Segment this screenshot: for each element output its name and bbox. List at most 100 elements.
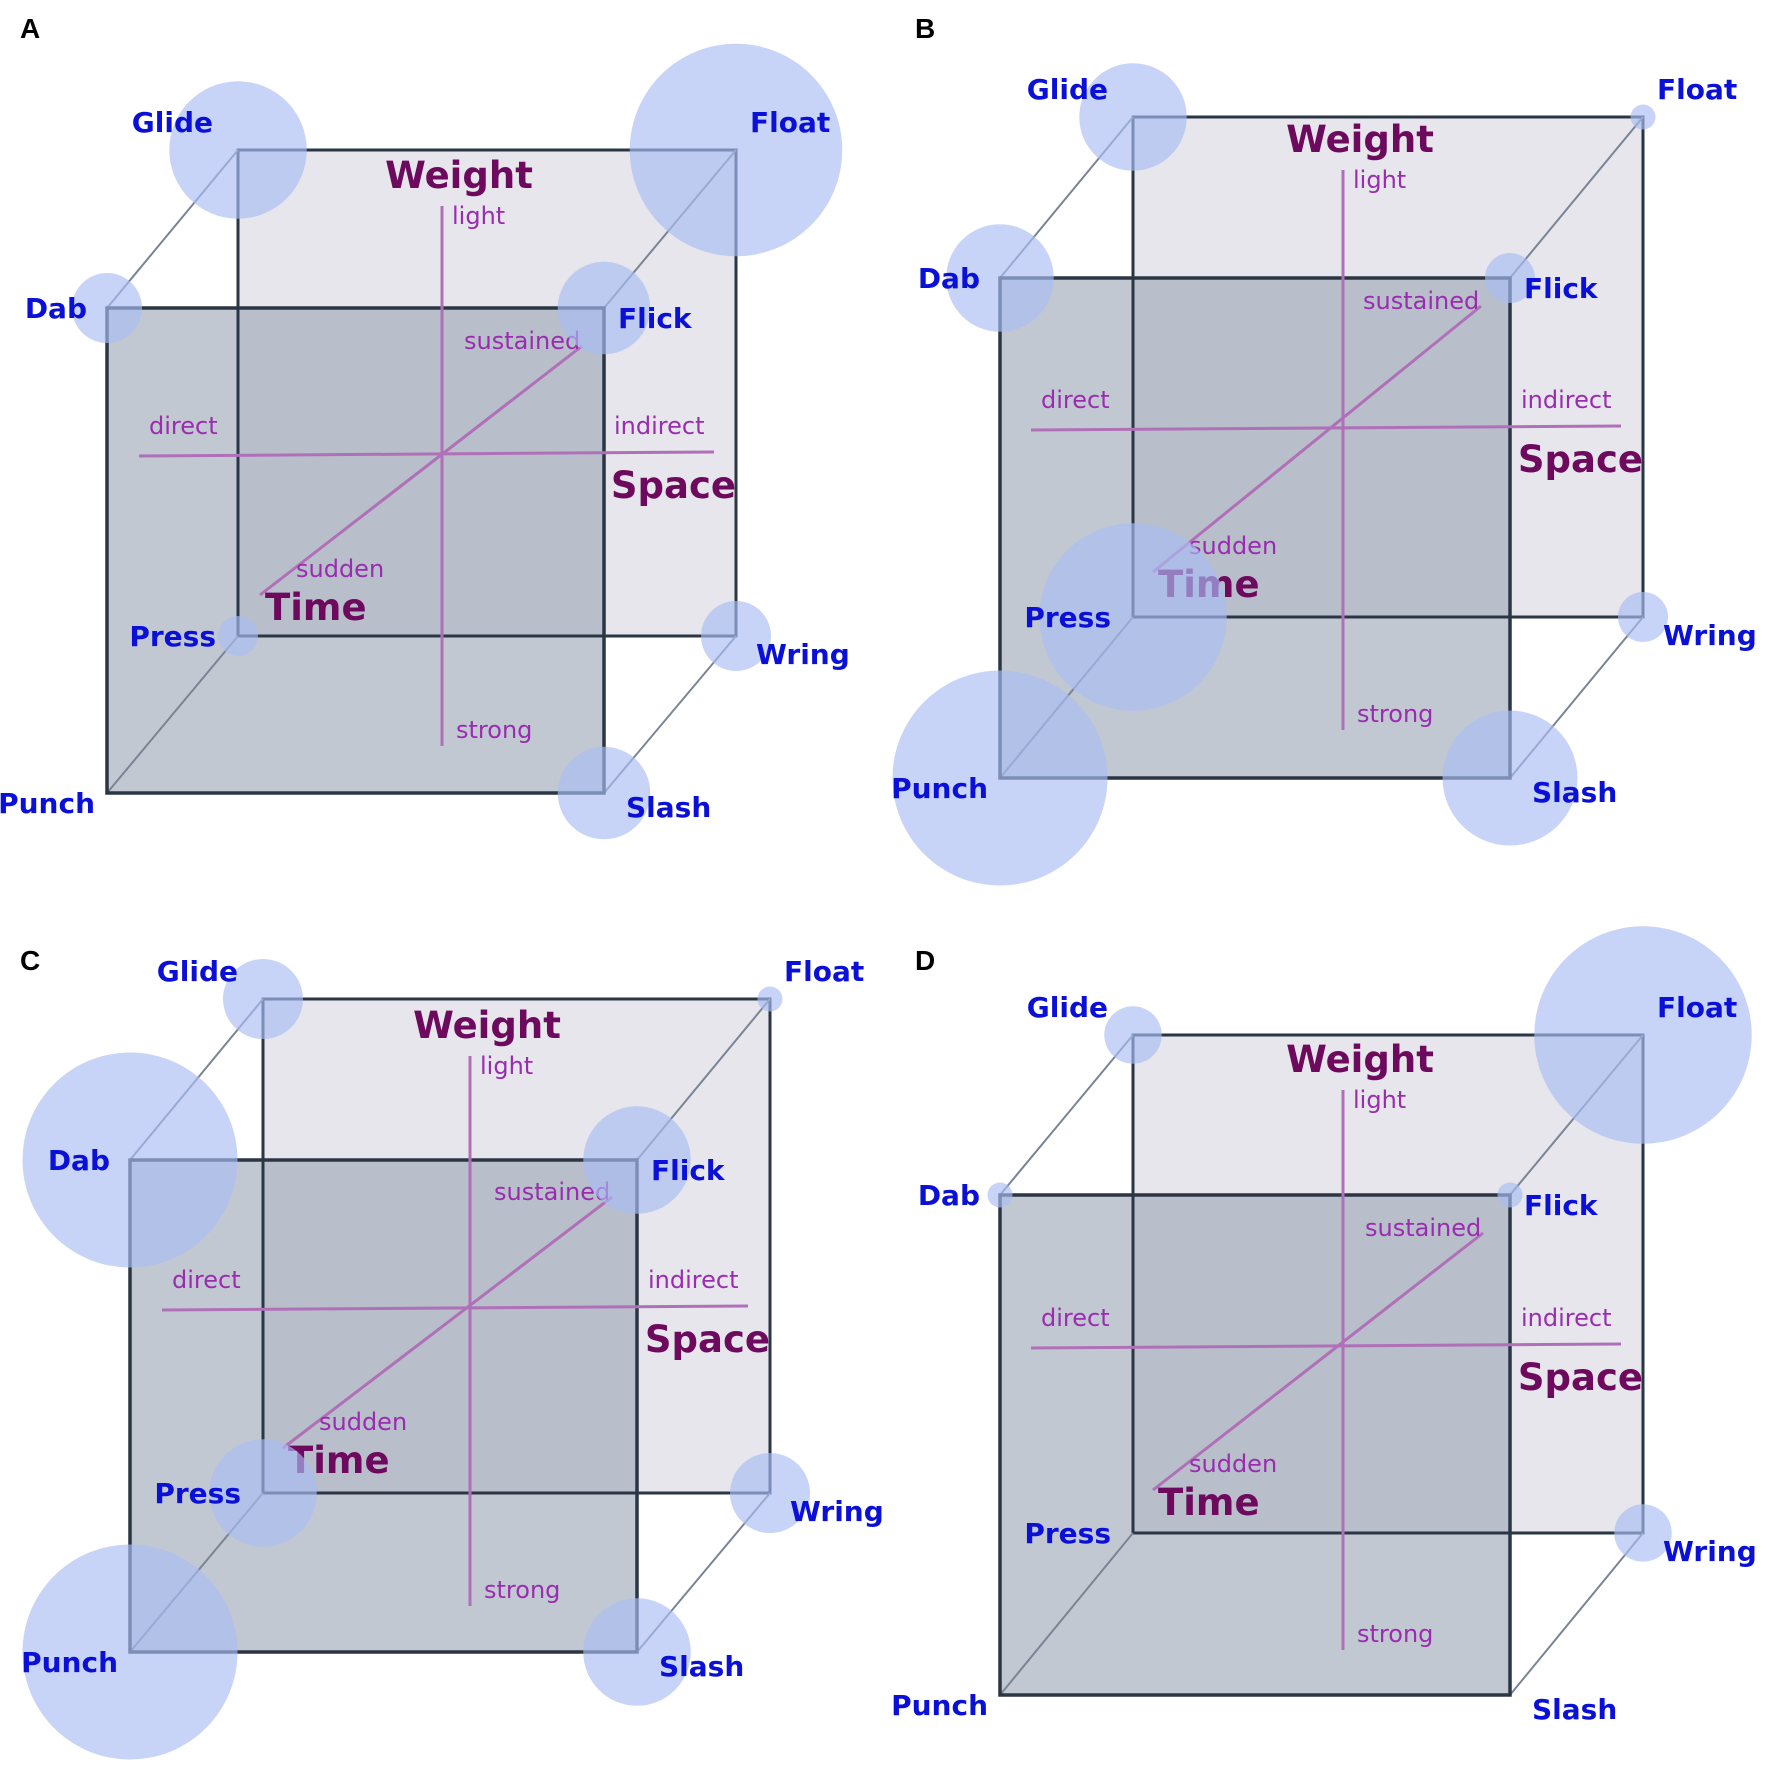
factor-weight: Weight — [413, 1004, 561, 1047]
effort-label-press: Press — [154, 1477, 241, 1510]
pole-indirect: indirect — [1521, 1304, 1612, 1332]
pole-sudden: sudden — [1189, 532, 1277, 560]
bubble-flick — [583, 1106, 691, 1214]
pole-strong: strong — [1357, 700, 1433, 728]
effort-label-press: Press — [1024, 1517, 1111, 1550]
bubble-slash — [1442, 710, 1578, 846]
bubble-dab — [22, 1052, 238, 1268]
time-axis — [282, 1195, 613, 1450]
effort-label-punch: Punch — [891, 1689, 988, 1722]
space-axis — [161, 1304, 749, 1312]
time-axis — [259, 344, 583, 597]
bubble-wring — [1614, 1504, 1672, 1562]
effort-label-float: Float — [784, 955, 864, 988]
effort-label-slash: Slash — [1532, 1693, 1617, 1726]
time-axis — [1152, 1231, 1484, 1492]
effort-label-flick: Flick — [1524, 272, 1599, 305]
panel-letter-a: A — [20, 13, 40, 44]
pole-direct: direct — [1041, 1304, 1110, 1332]
effort-label-dab: Dab — [25, 292, 87, 325]
cube-back-edges — [261, 997, 772, 1495]
bubble-float — [629, 43, 843, 257]
space-axis — [1030, 1342, 1622, 1350]
factor-space: Space — [645, 1318, 770, 1361]
bubble-glide — [1079, 63, 1187, 171]
effort-label-punch: Punch — [891, 772, 988, 805]
cube-front-edges — [128, 1158, 639, 1654]
pole-sudden: sudden — [319, 1408, 407, 1436]
effort-label-punch: Punch — [0, 787, 95, 820]
cube-front-face — [107, 308, 604, 793]
pole-indirect: indirect — [614, 412, 705, 440]
pole-sustained: sustained — [464, 327, 580, 355]
bubble-dab — [72, 273, 142, 343]
panel-letter-c: C — [20, 945, 40, 976]
bubble-press — [218, 616, 258, 656]
bubble-float — [1630, 104, 1656, 130]
bubble-punch — [22, 1544, 238, 1760]
bubble-press — [209, 1439, 317, 1547]
cube-depth-edge — [999, 1034, 1134, 1196]
factor-weight: Weight — [385, 154, 533, 197]
cube-depth-edge — [106, 635, 239, 794]
effort-label-dab: Dab — [918, 1179, 980, 1212]
factor-time: Time — [1158, 1481, 1260, 1524]
bubble-dab — [987, 1182, 1013, 1208]
cube-back-edges — [1131, 1033, 1645, 1535]
pole-sudden: sudden — [1189, 1450, 1277, 1478]
pole-strong: strong — [484, 1576, 560, 1604]
effort-label-flick: Flick — [1524, 1189, 1599, 1222]
space-axis — [138, 450, 715, 458]
cube-depth-edge — [999, 1532, 1134, 1696]
factor-space: Space — [1518, 438, 1643, 481]
effort-label-float: Float — [750, 106, 830, 139]
pole-direct: direct — [149, 412, 218, 440]
pole-indirect: indirect — [1521, 386, 1612, 414]
effort-label-slash: Slash — [1532, 776, 1617, 809]
bubble-flick — [1497, 1182, 1523, 1208]
effort-label-slash: Slash — [626, 791, 711, 824]
bubble-wring — [701, 601, 771, 671]
panel-a: light strong direct indirect sustained sudden… — [0, 13, 850, 840]
bubble-dab — [946, 224, 1054, 332]
factor-space: Space — [611, 464, 736, 507]
panel-letter-d: D — [915, 945, 935, 976]
effort-label-glide: Glide — [1027, 991, 1108, 1024]
effort-label-dab: Dab — [918, 262, 980, 295]
bubble-wring — [730, 1453, 810, 1533]
effort-label-dab: Dab — [48, 1144, 110, 1177]
bubble-glide — [169, 81, 307, 219]
cube-depth-edge — [1509, 1532, 1644, 1696]
cube-front-edges — [998, 276, 1512, 780]
effort-label-float: Float — [1657, 991, 1737, 1024]
bubble-punch — [892, 670, 1108, 886]
effort-label-press: Press — [129, 620, 216, 653]
factor-weight: Weight — [1286, 118, 1434, 161]
factor-weight: Weight — [1286, 1038, 1434, 1081]
pole-strong: strong — [456, 716, 532, 744]
effort-label-glide: Glide — [157, 955, 238, 988]
time-axis — [1152, 304, 1482, 574]
pole-light: light — [480, 1052, 533, 1080]
effort-label-press: Press — [1024, 601, 1111, 634]
pole-light: light — [452, 202, 505, 230]
cube-back-edges — [1131, 115, 1645, 619]
factor-space: Space — [1518, 1356, 1643, 1399]
effort-label-wring: Wring — [790, 1495, 884, 1528]
pole-direct: direct — [1041, 386, 1110, 414]
effort-label-flick: Flick — [651, 1154, 726, 1187]
cube-front-edges — [998, 1193, 1512, 1697]
effort-label-punch: Punch — [21, 1646, 118, 1679]
pole-sudden: sudden — [296, 555, 384, 583]
effort-label-wring: Wring — [1663, 1535, 1757, 1568]
bubble-float — [1534, 926, 1752, 1144]
cube-depth-edge — [1509, 116, 1644, 279]
effort-label-float: Float — [1657, 73, 1737, 106]
factor-time: Time — [265, 586, 367, 629]
effort-label-slash: Slash — [659, 1650, 744, 1683]
pole-sustained: sustained — [1363, 287, 1479, 315]
